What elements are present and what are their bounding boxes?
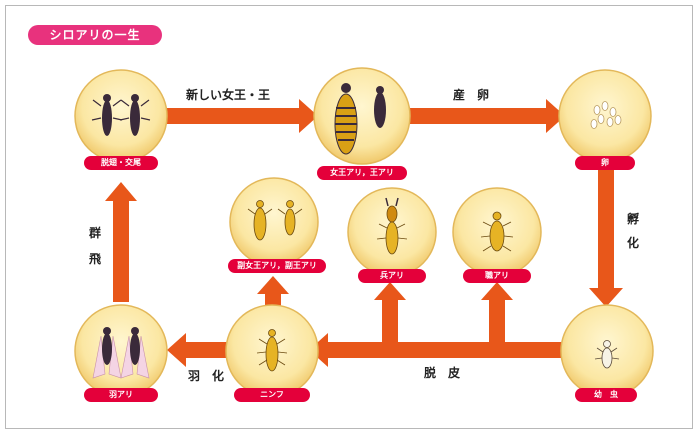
arrow-head-swarming [105,182,137,201]
arrow-label-lay-egg: 産 卵 [453,88,490,102]
larva-icon [594,340,620,369]
lifecycle-diagram [74,67,654,398]
worker-termite-icon [480,211,514,252]
arrow-label-emergence: 羽 化 [188,369,225,383]
stage-soldier [347,187,437,277]
stage-circle-winged [74,304,168,398]
arrow-label-swarming-2: 飛 [88,252,101,266]
stage-label-nymph: ニンフ [234,388,310,402]
arrow-head-hatch [589,288,623,307]
arrow-hatch [598,163,614,293]
stage-winged [74,304,168,398]
arrow-to-soldier [382,298,398,344]
diagram-title: シロアリの一生 [28,25,162,45]
arrow-head-emergence [167,333,186,367]
winged-termites-icon [92,327,150,379]
stage-queen [313,67,411,165]
arrow-label-swarming-1: 群 [88,226,101,240]
arrow-head-soldier [374,282,406,300]
arrow-head-lay-egg [546,99,565,133]
stage-label-egg: 卵 [575,156,635,170]
arrow-head-secondary [257,276,289,294]
queen-king-icon [334,83,386,155]
alate-pair-icon [91,94,151,136]
stage-label-winged: 羽アリ [84,388,158,402]
stage-swarm [74,69,168,163]
arrow-label-hatch-2: 化 [626,236,639,250]
arrow-swarming [113,196,129,302]
arrow-molt [326,342,570,358]
arrow-head-worker [481,282,513,300]
stage-egg [558,69,652,163]
arrow-head-new-royals [299,99,318,133]
soldier-termite-icon [376,197,408,255]
arrow-label-new-royals: 新しい女王・王 [186,88,271,102]
eggs-icon [590,101,622,129]
stage-label-worker: 職アリ [463,269,531,283]
nymph-icon [256,329,288,372]
stage-label-soldier: 兵アリ [358,269,426,283]
arrow-to-worker [489,298,505,344]
stage-label-queen: 女王アリ，王アリ [317,166,407,180]
stage-worker [452,187,542,277]
diagram-frame: シロアリの一生 [5,5,693,429]
stage-larva [560,304,654,398]
arrow-label-molt: 脱 皮 [424,366,461,380]
stage-circle-swarm [74,69,168,163]
arrows [105,99,623,367]
stage-nymph [225,304,319,398]
stage-circle-secondary [229,177,319,267]
arrow-lay-egg [399,108,549,124]
arrow-label-hatch-1: 孵 [626,212,639,226]
stage-label-swarm: 脱翅・交尾 [84,156,158,170]
stage-circle-egg [558,69,652,163]
arrow-emergence [184,342,234,358]
stage-secondary [229,177,319,267]
stage-circle-queen [313,67,411,165]
stage-label-larva: 幼 虫 [575,388,637,402]
arrow-new-royals [150,108,302,124]
secondary-royals-icon [247,200,303,241]
stage-label-secondary: 副女王アリ，副王アリ [228,259,326,273]
